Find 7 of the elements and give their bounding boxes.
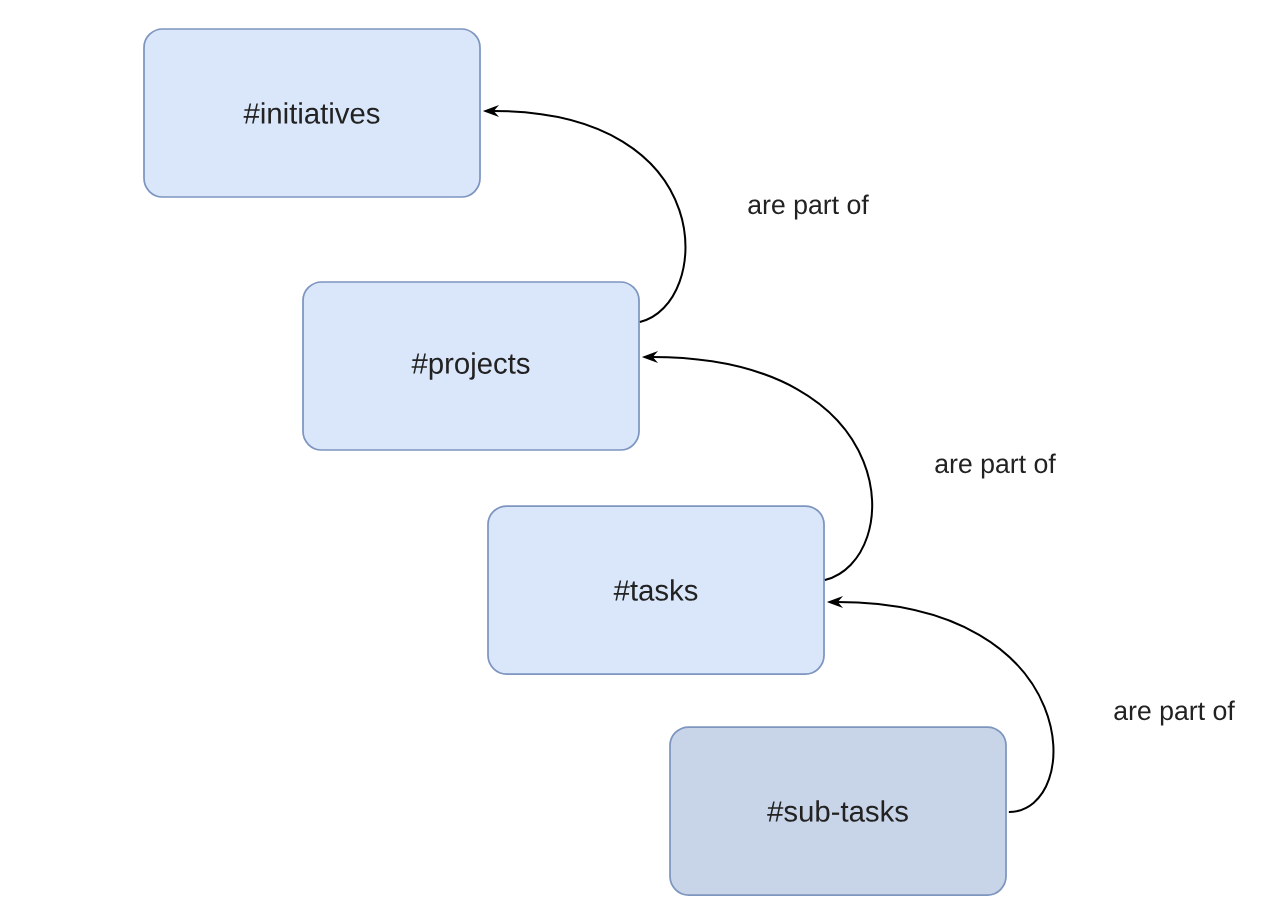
edge-label: are part of [744,191,872,223]
process-box: #initiatives [143,28,481,198]
edge-label: are part of [1110,697,1238,729]
process-box: #sub-tasks [669,726,1007,896]
process-box: #projects [302,281,640,451]
process-box: #tasks [487,505,825,675]
edge-label: are part of [931,450,1059,482]
